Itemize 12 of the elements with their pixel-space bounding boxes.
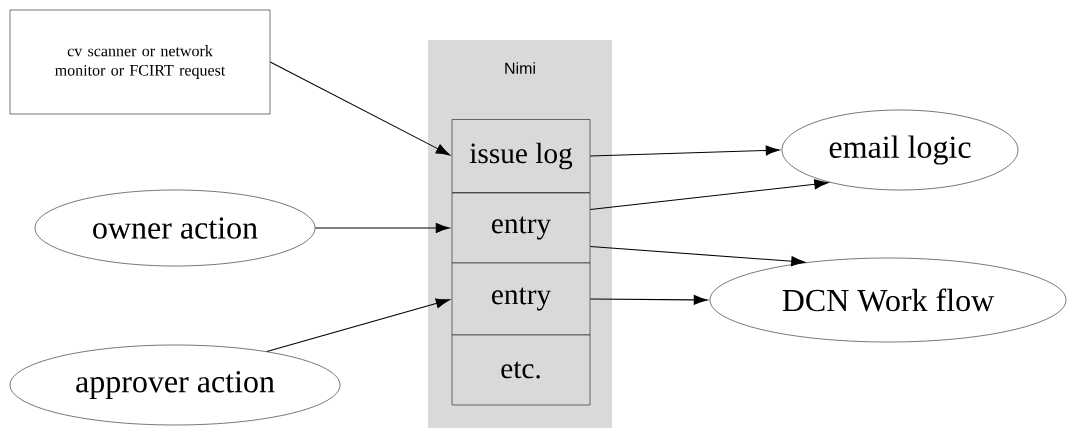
arrow (589, 145, 780, 157)
arrow (589, 179, 829, 210)
arrow (589, 246, 806, 267)
arrow (266, 298, 450, 353)
arrow (269, 61, 451, 156)
record-cell: issue log (451, 119, 591, 193)
arrow (589, 294, 708, 305)
source-box: cv scanner or network monitor or FCIRT request (9, 9, 271, 115)
record-cell: entry (451, 192, 591, 264)
arrow (314, 223, 450, 233)
record-cell: entry (451, 262, 591, 336)
record-cell: etc. (451, 334, 591, 406)
